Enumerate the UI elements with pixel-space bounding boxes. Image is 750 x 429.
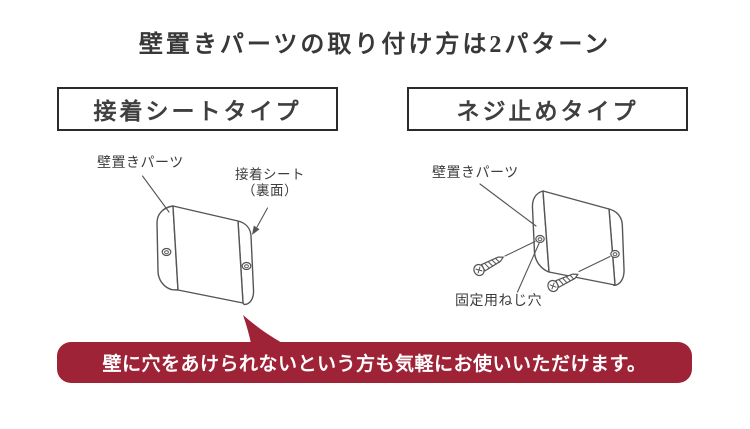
adhesive-part-illustration bbox=[156, 205, 255, 306]
screw2-direction-line bbox=[578, 255, 611, 273]
adhesive-sheet-type-header: 接着シートタイプ bbox=[57, 87, 338, 131]
screw1-direction-line bbox=[504, 240, 536, 257]
banner-callout-tail bbox=[243, 315, 288, 346]
label-adhesive-sheet-line1: 接着シート bbox=[235, 167, 305, 182]
label-wall-part-left: 壁置きパーツ bbox=[97, 154, 184, 170]
screw-type-label: ネジ止めタイプ bbox=[456, 98, 639, 124]
leader-arrow-adhesive-sheet bbox=[252, 207, 269, 235]
label-adhesive-sheet-line2: （裏面） bbox=[242, 183, 298, 198]
note-banner: 壁に穴をあけられないという方も気軽にお使いいただけます。 bbox=[57, 342, 692, 383]
leader-line-left-part bbox=[141, 175, 170, 213]
screw-icon bbox=[547, 273, 579, 293]
screw-icon bbox=[473, 256, 504, 277]
label-fixing-screw-holes: 固定用ねじ穴 bbox=[455, 292, 542, 308]
note-banner-text: 壁に穴をあけられないという方も気軽にお使いいただけます。 bbox=[102, 354, 647, 375]
label-adhesive-sheet: 接着シート （裏面） bbox=[226, 167, 314, 199]
page-title: 壁置きパーツの取り付け方は2パターン bbox=[138, 32, 612, 58]
screw-part-illustration bbox=[531, 190, 625, 287]
leader-line-right-part bbox=[479, 183, 537, 227]
label-wall-part-right: 壁置きパーツ bbox=[432, 164, 519, 180]
leader-line-screw-holes bbox=[516, 242, 540, 293]
adhesive-sheet-type-label: 接着シートタイプ bbox=[93, 98, 302, 124]
screw-type-header: ネジ止めタイプ bbox=[407, 87, 688, 131]
